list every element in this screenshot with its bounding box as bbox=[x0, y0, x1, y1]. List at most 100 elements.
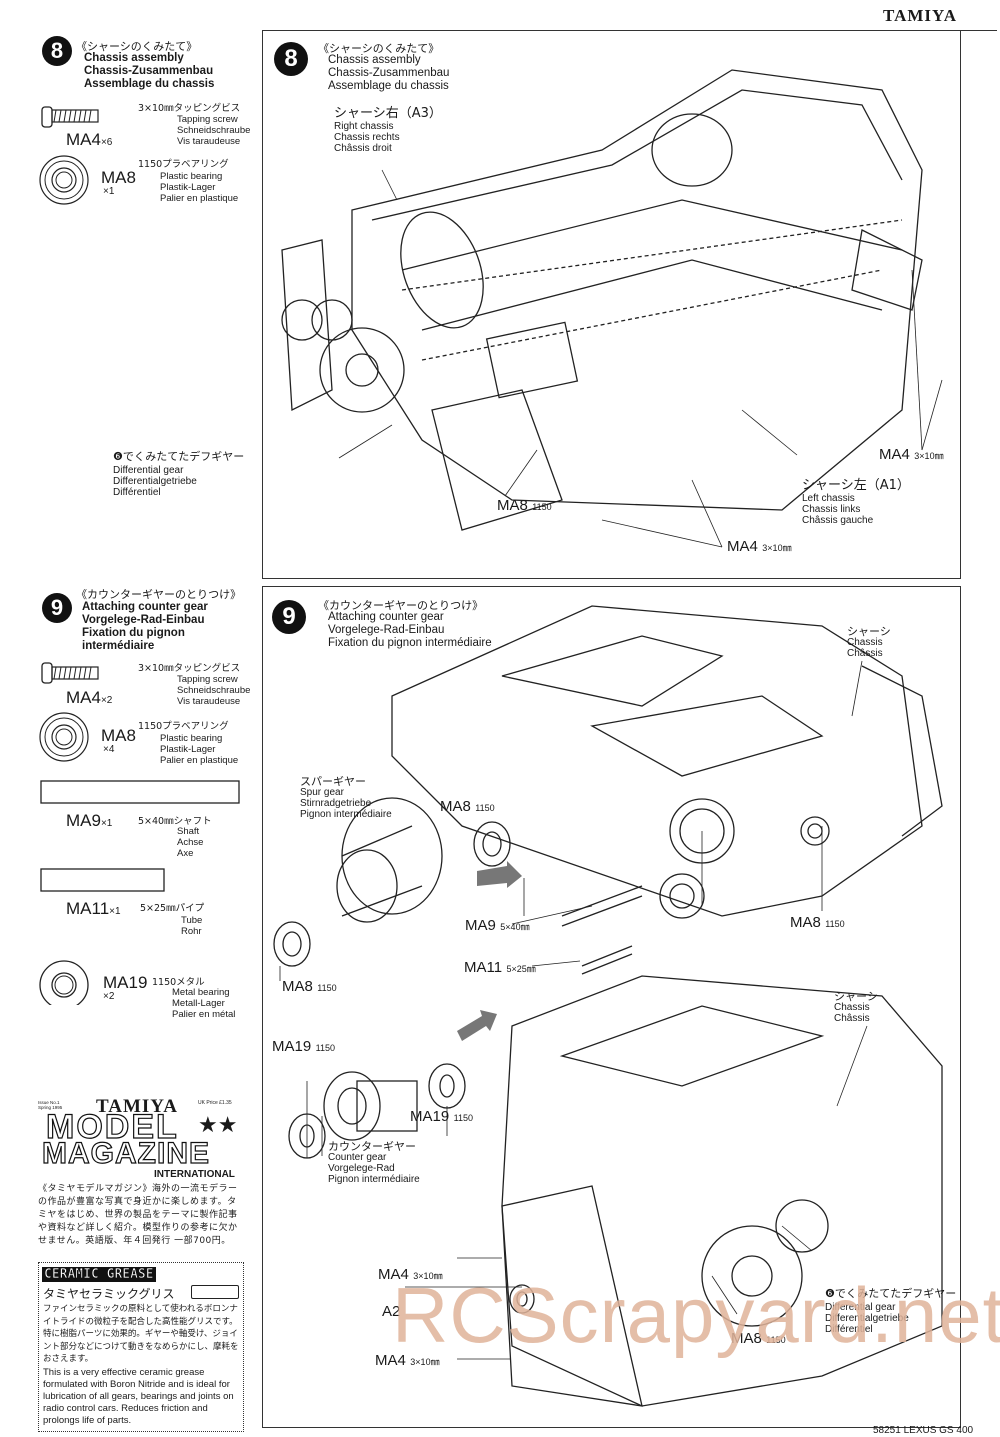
callout-jp: カウンターギヤー bbox=[328, 1140, 416, 1153]
part-jp-name: 1150プラベアリング bbox=[138, 159, 229, 170]
callout-spec: 3×10㎜ bbox=[410, 1357, 440, 1367]
callout-fr: Châssis bbox=[834, 1013, 870, 1024]
callout-ma8-right: MA8 1150 bbox=[790, 914, 845, 932]
part-fr-name: Palier en plastique bbox=[160, 755, 239, 766]
callout-code: MA8 bbox=[282, 978, 313, 995]
part-fr-name: Vis taraudeuse bbox=[177, 696, 241, 707]
callout-ma8: MA8 1150 bbox=[497, 497, 552, 515]
step-8-title-de: Chassis-Zusammenbau bbox=[84, 65, 214, 77]
callout-fr: Pignon intermédiaire bbox=[328, 1174, 420, 1185]
metal-bearing-icon bbox=[39, 960, 89, 1005]
arrow-icon bbox=[477, 861, 522, 888]
step-9-title-fr-1: Fixation du pignon bbox=[82, 627, 185, 639]
callout-spec: 5×40㎜ bbox=[500, 922, 530, 932]
callout-ma19-left: MA19 1150 bbox=[272, 1038, 335, 1056]
callout-spec: 1150 bbox=[766, 1335, 786, 1345]
step-8-diagram-title-en: Chassis assembly bbox=[328, 54, 421, 66]
callout-fr: Châssis bbox=[847, 648, 883, 659]
callout-a2: A2 bbox=[382, 1303, 401, 1320]
part-code: MA11 bbox=[66, 899, 110, 918]
callout-spur-gear: スパーギヤー Spur gear Stirnradgetriebe Pignon… bbox=[300, 776, 392, 820]
callout-code: MA9 bbox=[465, 917, 496, 934]
part-de-name: Plastik-Lager bbox=[160, 744, 216, 755]
part-de-name: Rohr bbox=[181, 926, 202, 937]
callout-de: Stirnradgetriebe bbox=[300, 798, 372, 809]
part-de-name: Plastik-Lager bbox=[160, 182, 216, 193]
ceramic-grease-ad: CERAMIC GREASE タミヤセラミックグリス ファインセラミックの原料と… bbox=[38, 1262, 244, 1432]
step-9-diagram-title-fr: Fixation du pignon intermédiaire bbox=[328, 637, 492, 649]
star-icons: ★★ bbox=[198, 1112, 238, 1137]
callout-chassis-top: シャーシ Chassis Châssis bbox=[847, 626, 891, 659]
magazine-price: UK Price £1.35 bbox=[198, 1100, 232, 1106]
callout-ma4-right: MA4 3×10㎜ bbox=[879, 446, 944, 464]
callout-de: Chassis rechts bbox=[334, 132, 400, 143]
step-9-parts-panel: 9 《カウンターギヤーのとりつけ》 Attaching counter gear… bbox=[0, 585, 258, 1085]
callout-ma4-bottom: MA4 3×10㎜ bbox=[375, 1352, 440, 1370]
part-qty: ×1 bbox=[109, 906, 121, 917]
part-qty: ×1 bbox=[103, 186, 115, 197]
part-jp-name: 5×25㎜パイプ bbox=[140, 903, 205, 914]
part-jp-name: 3×10㎜タッピングビス bbox=[138, 663, 241, 674]
callout-spec: 1150 bbox=[453, 1113, 473, 1123]
step-9-diagram-title-jp: 《カウンターギヤーのとりつけ》 bbox=[318, 599, 484, 612]
callout-fr: Châssis droit bbox=[334, 143, 392, 154]
callout-code: MA11 bbox=[464, 959, 503, 976]
part-jp-name: 3×10㎜タッピングビス bbox=[138, 103, 241, 114]
step-8-title-jp: 《シャーシのくみたて》 bbox=[76, 40, 198, 53]
shaft-icon bbox=[40, 780, 240, 804]
part-fr-name: Palier en plastique bbox=[160, 193, 239, 204]
step-8-diagram-title-de: Chassis-Zusammenbau bbox=[328, 67, 450, 79]
part-fr-name: Axe bbox=[177, 848, 194, 859]
magazine-brand: TAMIYA bbox=[96, 1096, 179, 1117]
part-code-ma4: MA4×2 bbox=[66, 688, 112, 708]
chassis-assembly-illustration bbox=[281, 69, 943, 548]
part-qty: ×2 bbox=[103, 991, 115, 1002]
callout-ma4-bottom: MA4 3×10㎜ bbox=[727, 538, 792, 556]
callout-fr: Châssis gauche bbox=[802, 515, 874, 526]
callout-en: Counter gear bbox=[328, 1152, 387, 1163]
part-code: MA4 bbox=[66, 688, 101, 707]
step-8-title-fr: Assemblage du chassis bbox=[84, 78, 215, 90]
callout-spec: 5×25㎜ bbox=[506, 964, 536, 974]
magazine-ad: Issue No.1 Spring 1995 TAMIYA UK Price £… bbox=[38, 1096, 244, 1260]
step-9-badge: 9 bbox=[42, 593, 72, 623]
callout-jp: スパーギヤー bbox=[300, 775, 366, 788]
step-9-diagram-title-en: Attaching counter gear bbox=[328, 611, 444, 623]
callout-ma8-bottom: MA8 1150 bbox=[731, 1330, 786, 1348]
tube-icon bbox=[40, 868, 165, 892]
part-jp-name: 1150プラベアリング bbox=[138, 721, 229, 732]
callout-jp: ❻でくみたてたデフギヤー bbox=[113, 450, 245, 463]
callout-spec: 1150 bbox=[475, 803, 495, 813]
page-footer: 58251 LEXUS GS 400 bbox=[873, 1425, 974, 1436]
callout-spec: 1150 bbox=[825, 919, 845, 929]
callout-spec: 1150 bbox=[317, 983, 337, 993]
step-9-title-fr-2: intermédiaire bbox=[82, 640, 155, 652]
callout-spec: 1150 bbox=[532, 502, 552, 512]
part-en-name: Metal bearing bbox=[172, 987, 230, 998]
callout-code: MA4 bbox=[727, 538, 758, 555]
part-de-name: Metall-Lager bbox=[172, 998, 225, 1009]
step-8-diagram-badge: 8 bbox=[274, 42, 308, 76]
callout-en: Differential gear bbox=[825, 1302, 896, 1313]
part-qty: ×1 bbox=[100, 818, 113, 829]
header-rule bbox=[262, 30, 997, 31]
part-de-name: Schneidschraube bbox=[177, 685, 251, 696]
part-jp-name: 5×40㎜シャフト bbox=[138, 816, 212, 827]
callout-jp: シャーシ bbox=[847, 625, 891, 638]
part-de-name: Schneidschraube bbox=[177, 125, 251, 136]
callout-code: MA8 bbox=[440, 798, 471, 815]
callout-code: MA19 bbox=[272, 1038, 312, 1055]
watermark: RCScrapyard.net bbox=[392, 1271, 1000, 1359]
callout-spec: 3×10㎜ bbox=[762, 543, 792, 553]
callout-fr: Pignon intermédiaire bbox=[300, 809, 392, 820]
callout-ma8-left: MA8 1150 bbox=[282, 978, 337, 996]
callout-code: MA8 bbox=[731, 1330, 762, 1347]
callout-chassis-bottom: シャーシ Chassis Châssis bbox=[834, 991, 878, 1024]
callout-en: Differential gear bbox=[113, 465, 184, 476]
grease-body-en: This is a very effective ceramic grease … bbox=[43, 1367, 234, 1426]
callout-code: MA4 bbox=[375, 1352, 406, 1369]
magazine-body-jp: 《タミヤモデルマガジン》海外の一流モデラーの作品が豊富な写真で身近かに楽しめます… bbox=[38, 1184, 238, 1246]
part-code-ma9: MA9×1 bbox=[66, 811, 112, 831]
step-9-title-en: Attaching counter gear bbox=[82, 601, 208, 613]
step-8-diagram-title-jp: 《シャーシのくみたて》 bbox=[318, 42, 440, 55]
